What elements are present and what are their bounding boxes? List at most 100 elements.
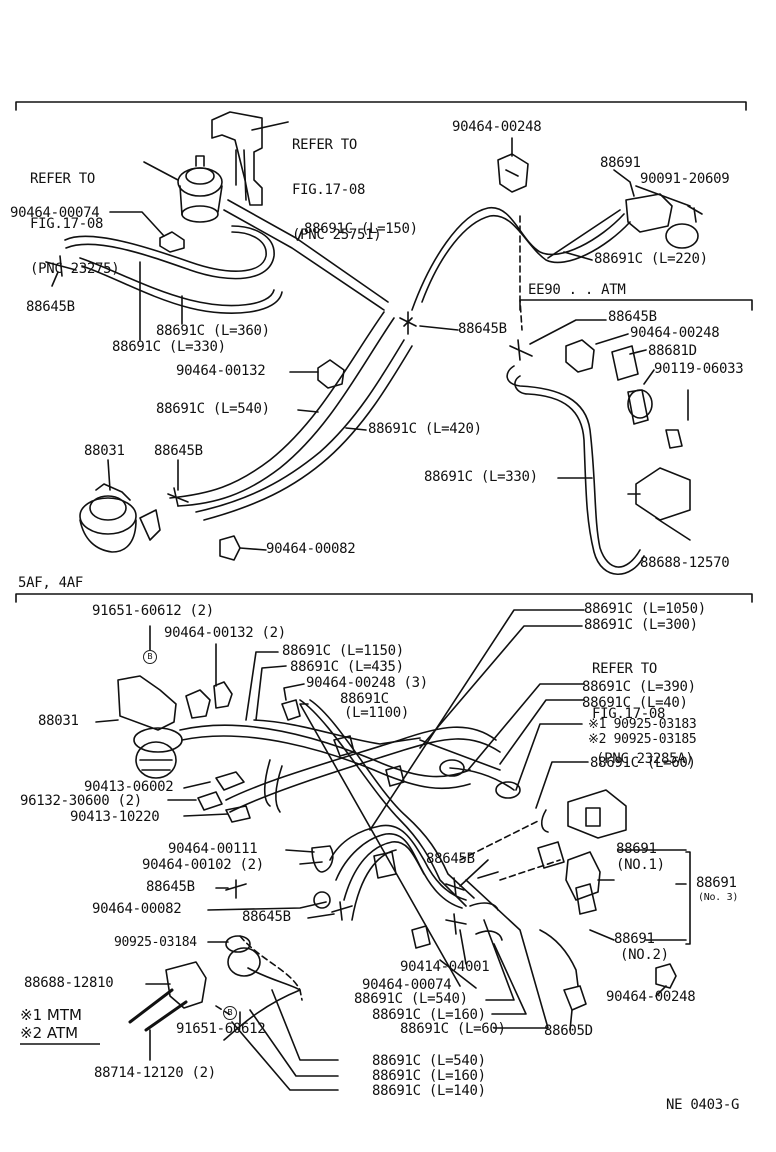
part-label: 91651-60612 (2) xyxy=(92,603,214,619)
part-label: 88691C (L=540) xyxy=(156,401,270,417)
part-refer-23285a xyxy=(439,759,521,799)
connector-88645b-low-part xyxy=(167,487,189,507)
part-label: 88691 xyxy=(614,931,655,947)
part-label: 88691 xyxy=(696,875,737,891)
upper-frame-line xyxy=(15,101,747,111)
refer-23275: REFER TO FIG.17-08 (PNC 23275) xyxy=(30,142,120,292)
refer-23285a-line3: (PNC 23285A) xyxy=(596,751,694,767)
refer-25751-line1: REFER TO xyxy=(292,137,358,153)
part-label: 88691C xyxy=(340,691,389,707)
refer-23285a: REFER TO FIG.17-08 (PNC 23285A) xyxy=(592,632,694,782)
part-label: 88691C (L=435) xyxy=(290,659,404,675)
dashed-lower xyxy=(215,935,303,1017)
bracket-88688-12570-part xyxy=(627,467,691,521)
clip-90464-00074-part xyxy=(159,231,185,253)
hose-88691c-1050 xyxy=(225,726,497,801)
bracket-88688-12810-part xyxy=(165,961,207,1009)
part-label: 90464-00074 xyxy=(10,205,100,221)
clip-90464-00102-part xyxy=(373,851,397,879)
vsv-upper-right-part xyxy=(567,789,627,839)
part-label: 91651-60612 xyxy=(176,1021,266,1037)
refer-25751-line3: (PNC 25751) xyxy=(292,227,382,243)
legend-mtm: ※1 MTM xyxy=(20,1006,82,1024)
part-label: 88691C (L=330) xyxy=(112,339,226,355)
connector-88645b-b-part xyxy=(331,901,353,921)
part-label: 90414-04001 xyxy=(400,959,490,975)
part-label: 88681D xyxy=(648,343,697,359)
part-label: 90925-03184 xyxy=(114,935,197,950)
part-label: 88031 xyxy=(38,713,79,729)
part-label: 88691C (L=140) xyxy=(372,1083,486,1099)
part-label: (NO.1) xyxy=(616,857,665,873)
bracket-no3 xyxy=(685,851,691,945)
part-label: 88691C (L=540) xyxy=(372,1053,486,1069)
part-label: 88691C (L=360) xyxy=(156,323,270,339)
hose-88691c-390 xyxy=(329,824,467,901)
part-label: 90413-10220 xyxy=(70,809,160,825)
part-label: 96132-30600 (2) xyxy=(20,793,142,809)
valve-90925-03184-part xyxy=(225,935,261,977)
hose-88691c-435 xyxy=(253,719,421,745)
bracket-25751-part xyxy=(211,111,263,206)
part-label: 88691C (L=420) xyxy=(368,421,482,437)
part-label: 90464-00248 xyxy=(606,989,696,1005)
vsv-88681d-part xyxy=(611,345,653,425)
part-label: 88691C (L=160) xyxy=(372,1007,486,1023)
hose-88691c-540 xyxy=(169,311,385,499)
hose-88691c-300 xyxy=(419,739,501,771)
part-label: 88645B xyxy=(146,879,195,895)
connector-90413-10220-part xyxy=(225,805,251,823)
refer-23275-line3: (PNC 23275) xyxy=(30,261,120,277)
clip-90464-00248-top-part xyxy=(497,153,529,193)
part-label: 88645B xyxy=(242,909,291,925)
connector-88645b-c-part xyxy=(445,877,465,897)
connector-88645b-left-part xyxy=(45,255,77,277)
connector-88645b-ee-part xyxy=(509,339,533,361)
vacuum-valve-23275-part xyxy=(177,155,223,223)
leader-lines-upper xyxy=(51,121,691,551)
connector-96132-30600-part xyxy=(197,791,223,811)
part-label: 88645B xyxy=(458,321,507,337)
part-label: 90464-00074 xyxy=(362,977,452,993)
egr-valve-88031-lower-part xyxy=(117,675,183,779)
clip-90464-00248-ee-part xyxy=(565,339,595,373)
refer-25751-line2: FIG.17-08 xyxy=(292,182,366,198)
refer-23275-line2: FIG.17-08 xyxy=(30,216,104,232)
part-label: (No. 3) xyxy=(698,892,739,903)
clip-90464-00132-lower-part xyxy=(185,681,233,719)
part-label: 90464-00248 xyxy=(452,119,542,135)
hose-88691c-60 xyxy=(540,809,549,833)
part-label: (L=1100) xyxy=(344,705,410,721)
clip-90464-00082-lower-part xyxy=(313,891,331,909)
part-label: 90464-00111 xyxy=(168,841,258,857)
clip-90414-04001-part xyxy=(411,925,431,949)
part-label: 88691C (L=1050) xyxy=(584,601,706,617)
part-label: 90464-00248 xyxy=(630,325,720,341)
part-label: 90464-00082 xyxy=(92,901,182,917)
part-label: 88645B xyxy=(426,851,475,867)
part-label: 88645B xyxy=(154,443,203,459)
part-label: 88691C (L=540) xyxy=(354,991,468,1007)
hose-88691c-1150 xyxy=(179,724,471,778)
hose-88691c-360 xyxy=(64,231,267,272)
clip-90464-00248-3-part xyxy=(281,699,405,787)
part-label: 88688-12570 xyxy=(640,555,730,571)
wire-88714-12120-part xyxy=(128,988,188,1032)
part-label: 90413-06002 xyxy=(84,779,174,795)
part-label: 88691C (L=40) xyxy=(582,695,688,711)
hose-88691c-330 xyxy=(79,257,275,307)
hose-88691c-150 xyxy=(227,199,389,303)
hose-88691c-220 xyxy=(547,209,621,259)
circle-b-marker: B xyxy=(143,650,157,664)
refer-23275-line1: REFER TO xyxy=(30,171,96,187)
part-label: 88714-12120 (2) xyxy=(94,1065,216,1081)
clip-90464-00082-part xyxy=(219,535,241,561)
part-label: ※2 90925-03185 xyxy=(588,732,697,747)
part-label: 88691C (L=150) xyxy=(304,221,418,237)
part-label: 88691C (L=60) xyxy=(590,755,696,771)
footer-code: NE 0403-G xyxy=(666,1097,740,1113)
part-label: 90464-00132 xyxy=(176,363,266,379)
vsv-88691-part xyxy=(625,193,703,249)
part-label: 90464-00132 (2) xyxy=(164,625,286,641)
